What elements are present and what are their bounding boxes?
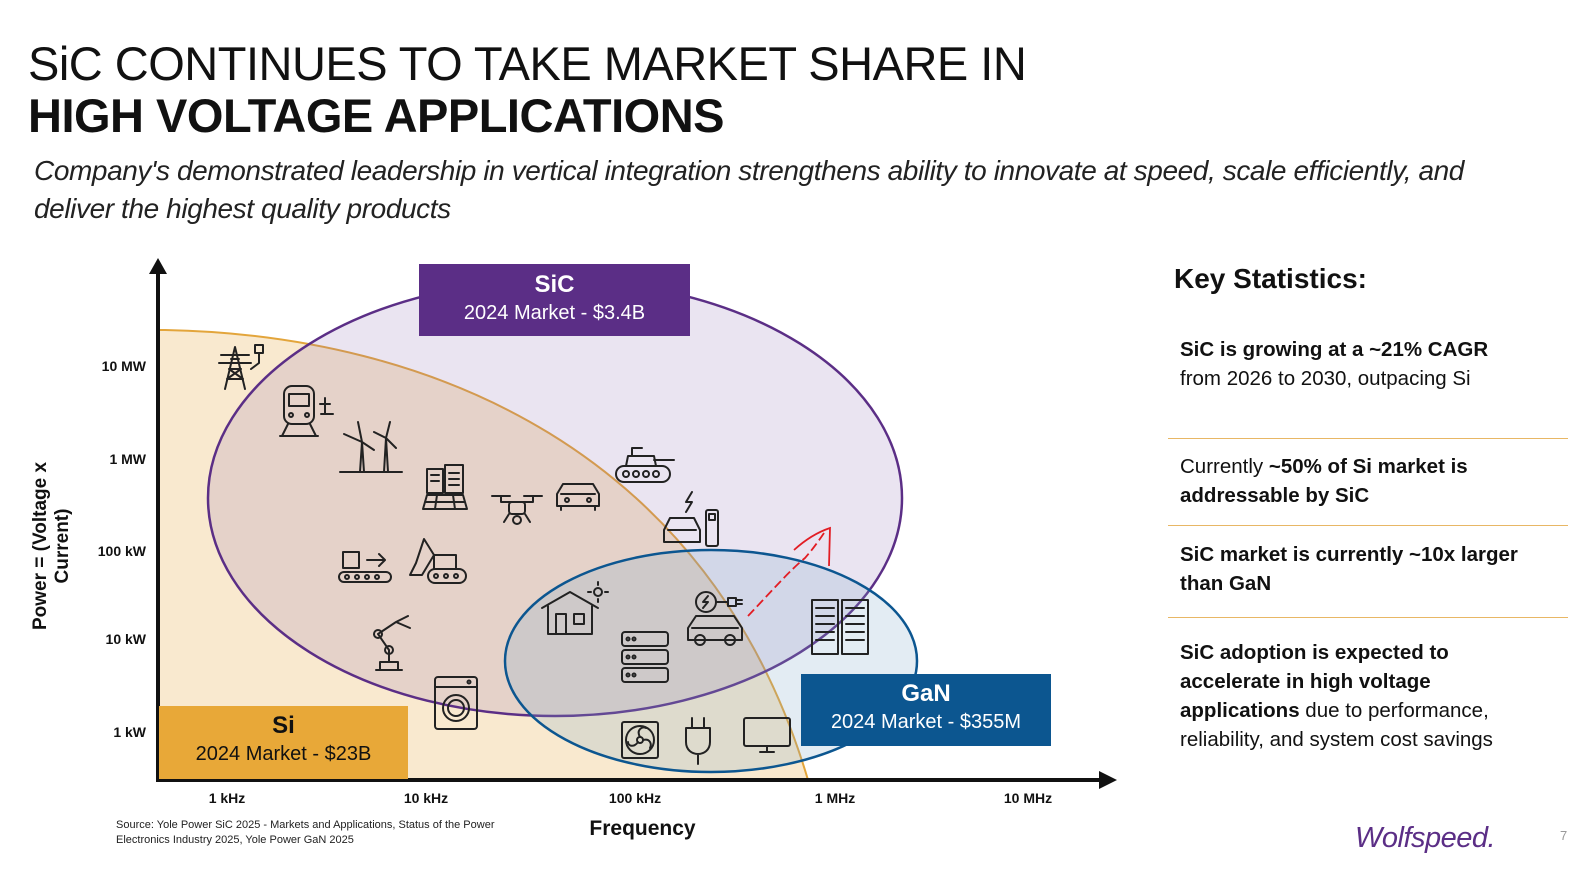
power-grid-icon xyxy=(218,344,264,390)
y-tick-label: 10 kW xyxy=(105,631,146,647)
si-market-value: 2024 Market - $23B xyxy=(195,743,372,765)
y-tick-label: 1 kW xyxy=(113,724,146,740)
x-tick-label: 100 kHz xyxy=(608,790,662,806)
market-diagram xyxy=(149,258,1117,789)
excavator-icon xyxy=(409,538,467,584)
x-tick-label: 1 kHz xyxy=(208,790,246,806)
datacenter-icon xyxy=(811,599,869,655)
wind-turbine-icon xyxy=(339,421,403,473)
y-tick-label: 10 MW xyxy=(101,358,146,374)
house-solar-icon xyxy=(541,581,609,635)
ev-charger-car-icon xyxy=(663,491,719,547)
stat-adoption-text: due to performance, reliability, and sys… xyxy=(1180,699,1493,751)
stat-gan-compare: SiC market is currently ~10x larger than… xyxy=(1180,540,1550,598)
sic-market-value: 2024 Market - $3.4B xyxy=(463,302,646,324)
stat-divider xyxy=(1168,617,1568,618)
gan-market-box: GaN 2024 Market - $355M xyxy=(801,674,1051,746)
page-title-line1: SiC CONTINUES TO TAKE MARKET SHARE IN xyxy=(28,37,1027,90)
fan-icon xyxy=(621,721,659,759)
plug-icon xyxy=(685,717,711,765)
key-statistics-title: Key Statistics: xyxy=(1174,263,1367,294)
stat-divider xyxy=(1168,525,1568,526)
x-axis-arrowhead xyxy=(1099,771,1117,789)
stat-adoption-bold: SiC adoption is expected to accelerate i… xyxy=(1180,641,1449,722)
washing-machine-icon xyxy=(434,676,478,730)
solar-building-icon xyxy=(422,464,468,510)
gan-label: GaN xyxy=(901,680,951,707)
y-axis-arrowhead xyxy=(149,258,167,274)
page-title-line2: HIGH VOLTAGE APPLICATIONS xyxy=(28,89,725,142)
wolfspeed-logo: Wolfspeed. xyxy=(1355,822,1496,854)
trend-arrowhead xyxy=(793,526,831,567)
x-tick-label: 10 MHz xyxy=(1003,790,1053,806)
source-note: Source: Yole Power SiC 2025 - Markets an… xyxy=(116,819,495,846)
car-icon xyxy=(556,483,600,511)
stat-divider xyxy=(1168,438,1568,439)
server-rack-icon xyxy=(621,631,669,683)
trend-arrow xyxy=(747,529,827,617)
sic-label: SiC xyxy=(534,271,575,298)
y-axis-label: Power = (Voltage x Current) xyxy=(30,461,73,631)
stat-gan-compare-bold: SiC market is currently ~10x larger than… xyxy=(1180,543,1518,595)
stat-addressable: Currently ~50% of Si market is addressab… xyxy=(1180,452,1550,510)
stat-addressable-bold: ~50% of Si market is addressable by SiC xyxy=(1180,455,1468,507)
sic-market-box: SiC 2024 Market - $3.4B xyxy=(419,264,690,336)
stat-addressable-text: Currently xyxy=(1180,455,1269,478)
tv-icon xyxy=(743,717,791,753)
tank-icon xyxy=(615,447,675,483)
train-icon xyxy=(279,385,334,437)
si-label: Si xyxy=(272,712,295,739)
x-axis-label: Frequency xyxy=(589,817,696,840)
stat-cagr-text: from 2026 to 2030, outpacing Si xyxy=(1180,367,1471,390)
gan-market-value: 2024 Market - $355M xyxy=(830,711,1022,733)
x-tick-label: 10 kHz xyxy=(403,790,449,806)
si-market-box: Si 2024 Market - $23B xyxy=(159,706,408,779)
conveyor-icon xyxy=(338,551,392,583)
ev-plug-car-icon xyxy=(687,591,743,646)
robot-arm-icon xyxy=(373,615,411,671)
page-subtitle: Company's demonstrated leadership in ver… xyxy=(34,155,1464,224)
stat-adoption: SiC adoption is expected to accelerate i… xyxy=(1180,638,1550,754)
y-tick-label: 100 kW xyxy=(97,543,146,559)
drone-icon xyxy=(491,495,543,525)
y-tick-label: 1 MW xyxy=(109,451,146,467)
stat-cagr-bold: SiC is growing at a ~21% CAGR xyxy=(1180,338,1489,361)
stat-cagr: SiC is growing at a ~21% CAGR from 2026 t… xyxy=(1180,335,1500,393)
x-tick-label: 1 MHz xyxy=(814,790,856,806)
page-number: 7 xyxy=(1560,828,1568,843)
